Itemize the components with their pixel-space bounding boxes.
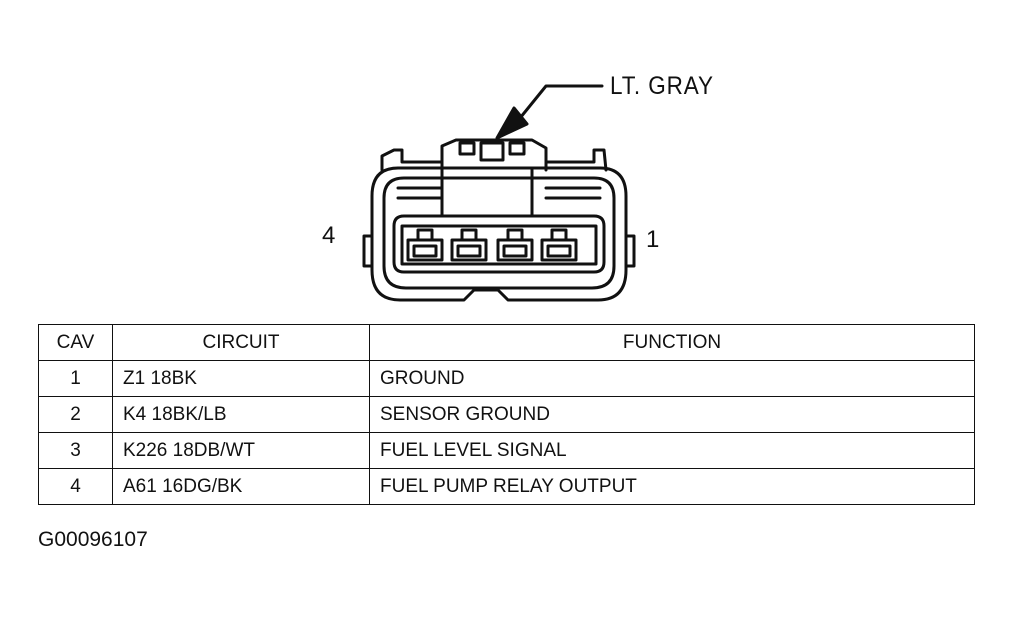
header-circuit: CIRCUIT bbox=[112, 324, 370, 361]
cavity-frame bbox=[392, 214, 606, 274]
connector-housing-inner bbox=[382, 176, 616, 290]
cavity-3 bbox=[450, 238, 488, 262]
header-cav: CAV bbox=[38, 324, 113, 361]
cavity-2-pin bbox=[502, 244, 528, 258]
connector-latch bbox=[440, 138, 548, 172]
cavity-1-pin bbox=[546, 244, 572, 258]
cav-cell: 3 bbox=[38, 432, 113, 469]
latch-tab-right bbox=[508, 141, 526, 156]
table-row: 2 K4 18BK/LB SENSOR GROUND bbox=[38, 396, 975, 433]
table-row: 3 K226 18DB/WT FUEL LEVEL SIGNAL bbox=[38, 432, 975, 469]
cavity-3-pin bbox=[456, 244, 482, 258]
cavity-keys bbox=[416, 228, 568, 242]
table-row: 4 A61 16DG/BK FUEL PUMP RELAY OUTPUT bbox=[38, 468, 975, 505]
cavity-2 bbox=[496, 238, 534, 262]
cavity-4-pin bbox=[412, 244, 438, 258]
cavity-1 bbox=[540, 238, 578, 262]
housing-slot bbox=[396, 186, 602, 200]
table-row: 1 Z1 18BK GROUND bbox=[38, 360, 975, 397]
connector-flange bbox=[380, 148, 608, 172]
pin-label-right: 1 bbox=[646, 226, 660, 253]
function-cell: GROUND bbox=[369, 360, 975, 397]
circuit-cell: K226 18DB/WT bbox=[112, 432, 370, 469]
function-cell: SENSOR GROUND bbox=[369, 396, 975, 433]
cav-cell: 1 bbox=[38, 360, 113, 397]
latch-body bbox=[440, 168, 534, 218]
latch-tab-center bbox=[479, 141, 505, 162]
latch-tab-left bbox=[458, 141, 476, 156]
circuit-cell: Z1 18BK bbox=[112, 360, 370, 397]
pin-label-left: 4 bbox=[322, 222, 336, 249]
cav-cell: 4 bbox=[38, 468, 113, 505]
housing-ear-left bbox=[362, 234, 374, 268]
leader-arrowhead bbox=[495, 106, 529, 140]
cavity-frame-inner bbox=[400, 224, 598, 266]
header-function: FUNCTION bbox=[369, 324, 975, 361]
function-cell: FUEL LEVEL SIGNAL bbox=[369, 432, 975, 469]
cavity-4 bbox=[406, 238, 444, 262]
connector-color-label: LT. GRAY bbox=[610, 72, 714, 100]
function-cell: FUEL PUMP RELAY OUTPUT bbox=[369, 468, 975, 505]
leader-line bbox=[510, 84, 604, 130]
circuit-cell: A61 16DG/BK bbox=[112, 468, 370, 505]
figure-id: G00096107 bbox=[38, 528, 148, 551]
cav-cell: 2 bbox=[38, 396, 113, 433]
circuit-cell: K4 18BK/LB bbox=[112, 396, 370, 433]
connector-housing-outer bbox=[370, 166, 628, 302]
pinout-table: CAV CIRCUIT FUNCTION 1 Z1 18BK GROUND 2 … bbox=[38, 324, 975, 505]
table-header-row: CAV CIRCUIT FUNCTION bbox=[38, 324, 975, 361]
connector-drawing bbox=[362, 84, 636, 302]
housing-ear-right bbox=[624, 234, 636, 268]
